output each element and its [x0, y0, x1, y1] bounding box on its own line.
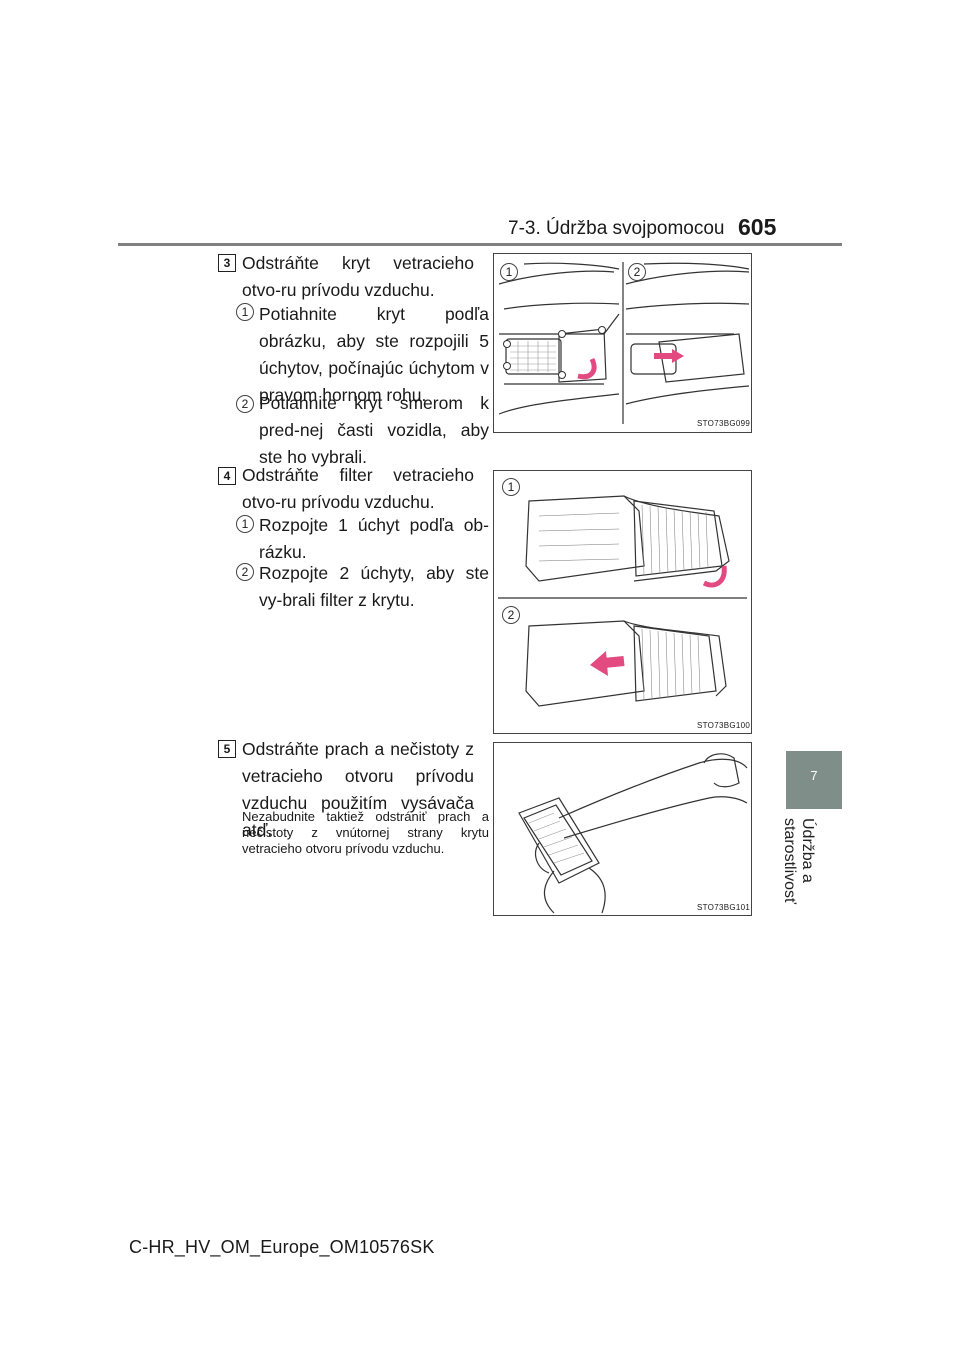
- header-rule: [118, 243, 842, 246]
- step-number-5: 5: [218, 740, 236, 758]
- chapter-tab: 7: [786, 751, 842, 809]
- substep-number: 1: [236, 303, 254, 321]
- step-number-4: 4: [218, 467, 236, 485]
- cover-removal-illustration: [498, 262, 750, 424]
- figure-marker: 1: [500, 263, 518, 281]
- figure-code: STO73BG101: [697, 903, 751, 912]
- pink-arrow-icon: [590, 651, 608, 676]
- figure-cover-removal: 1 2 STO73BG099: [493, 253, 752, 433]
- figure-code: STO73BG100: [697, 721, 751, 730]
- filter-removal-illustration: [498, 495, 747, 707]
- pink-arrow-icon: [702, 565, 727, 588]
- vacuum-cleaner-illustration: [518, 753, 748, 914]
- pink-arrow-icon: [577, 357, 597, 380]
- substep-text: Rozpojte 2 úchyty, aby ste vy-brali filt…: [259, 563, 489, 610]
- step-4-text: Odstráňte filter vetracieho otvo-ru prív…: [242, 465, 474, 512]
- step-5-note: Nezabudnite taktiež odstrániť prach a ne…: [242, 809, 489, 856]
- step-3-text: Odstráňte kryt vetracieho otvo-ru prívod…: [242, 253, 474, 300]
- page-number: 605: [738, 214, 777, 240]
- chapter-number: 7: [810, 768, 818, 783]
- chapter-label: Údržba a starostlivosť: [781, 818, 816, 905]
- footer-document-code: C-HR_HV_OM_Europe_OM10576SK: [129, 1237, 435, 1257]
- substep-text: Potiahnite kryt smerom k pred-nej časti …: [259, 393, 489, 467]
- substep-text: Potiahnite kryt podľa obrázku, aby ste r…: [259, 304, 489, 405]
- substep-number: 2: [236, 563, 254, 581]
- section-title: 7-3. Údržba svojpomocou: [508, 218, 725, 239]
- figure-filter-removal: 1 2 STO73BG100: [493, 470, 752, 734]
- substep-text: Rozpojte 1 úchyt podľa ob-rázku.: [259, 515, 489, 562]
- pink-arrow-icon: [672, 349, 684, 363]
- figure-vacuum-cleaning: STO73BG101: [493, 742, 752, 916]
- figure-marker: 2: [502, 606, 520, 624]
- step-5-text: Odstráňte prach a nečistoty z vetracieho…: [242, 739, 474, 840]
- substep-number: 2: [236, 395, 254, 413]
- figure-marker: 2: [628, 263, 646, 281]
- figure-marker: 1: [502, 478, 520, 496]
- figure-code: STO73BG099: [697, 419, 751, 428]
- step-number-3: 3: [218, 254, 236, 272]
- substep-number: 1: [236, 515, 254, 533]
